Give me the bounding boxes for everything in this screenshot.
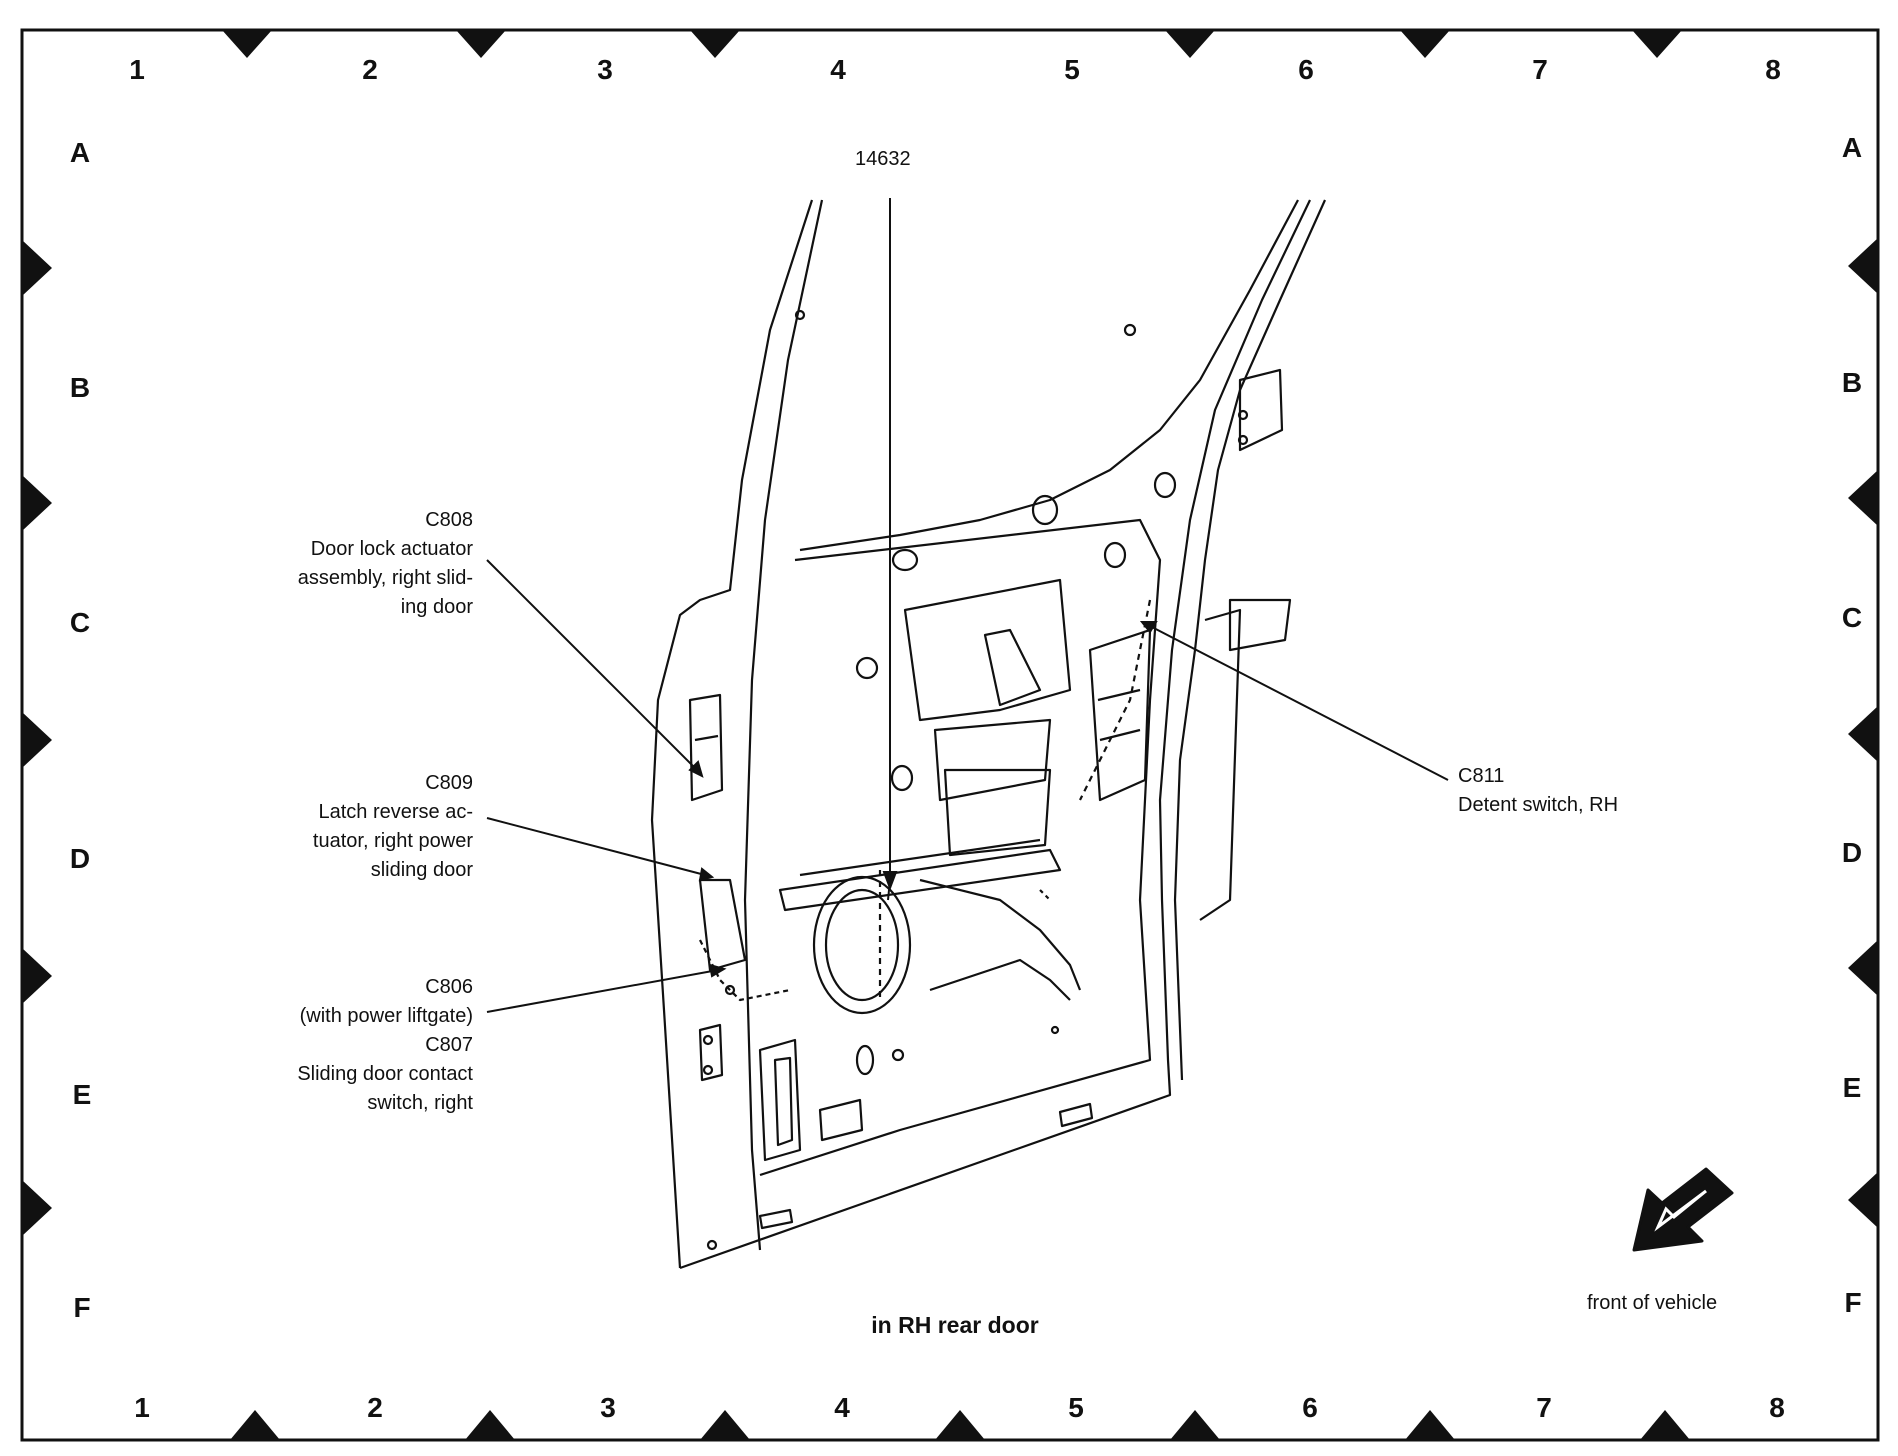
col-label-top-3: 3 [597,54,613,85]
callout-c811-id: C811 [1458,765,1505,787]
col-label-top-8: 8 [1765,54,1781,85]
row-label-right-d: D [1841,837,1863,868]
callout-c808-line2: assembly, right slid- [297,567,473,589]
col-label-bottom-3: 3 [600,1392,616,1423]
row-label-left-f: F [73,1292,91,1323]
callout-c808-id: C808 [425,509,473,531]
row-label-right-f: F [1844,1287,1862,1318]
callout-c811: C811 Detent switch, RH [1458,762,1618,820]
callout-c809-id: C809 [425,772,473,794]
bottom-markers [230,1410,1690,1440]
callout-c808-line3: ing door [400,596,473,618]
row-label-left-b: B [69,372,91,403]
front-of-vehicle-label: front of vehicle [1587,1292,1718,1314]
row-label-right-b: B [1841,367,1863,398]
callout-c806-c807: C806 (with power liftgate) C807 Sliding … [297,973,473,1118]
callout-c807-line2: switch, right [367,1092,473,1114]
col-label-bottom-8: 8 [1769,1392,1785,1423]
diagram-caption: in RH rear door [871,1312,1039,1338]
diagram-border [20,28,1880,1442]
row-label-left-a: A [69,137,91,168]
row-label-right-e: E [1842,1072,1862,1103]
row-label-right-c: C [1841,602,1863,633]
door-drawing [650,199,1327,1270]
right-markers [1848,238,1878,1228]
col-label-bottom-5: 5 [1068,1392,1084,1423]
col-label-bottom-6: 6 [1302,1392,1318,1423]
row-label-left-c: C [69,607,91,638]
leader-lines [486,198,1449,1013]
row-label-left-d: D [69,843,91,874]
col-label-bottom-2: 2 [367,1392,383,1423]
col-label-top-2: 2 [362,54,378,85]
front-arrow-icon [1632,1167,1734,1252]
callout-c809-line2: tuator, right power [312,830,473,852]
callout-c808-line1: Door lock actuator [310,538,473,560]
callout-c807-line1: Sliding door contact [297,1063,473,1085]
col-label-bottom-7: 7 [1536,1392,1552,1423]
callout-c806-id: C806 [425,976,473,998]
col-label-bottom-1: 1 [134,1392,150,1423]
callout-c809-line3: sliding door [370,859,473,881]
top-markers [222,30,1682,58]
left-markers [22,240,52,1236]
col-label-bottom-4: 4 [834,1392,850,1423]
part-number-label: 14632 [855,148,911,170]
callout-c808: C808 Door lock actuator assembly, right … [298,506,473,622]
callout-c811-line1: Detent switch, RH [1458,794,1619,816]
col-label-top-7: 7 [1532,54,1548,85]
callout-c807-id: C807 [425,1034,473,1056]
col-label-top-4: 4 [830,54,846,85]
callout-c809-line1: Latch reverse ac- [318,801,473,823]
col-label-top-1: 1 [129,54,145,85]
row-label-right-a: A [1841,132,1863,163]
callout-c809: C809 Latch reverse ac- tuator, right pow… [313,769,473,885]
col-label-top-6: 6 [1298,54,1314,85]
col-label-top-5: 5 [1064,54,1080,85]
row-label-left-e: E [72,1079,92,1110]
callout-c806-line1: (with power liftgate) [299,1005,473,1027]
